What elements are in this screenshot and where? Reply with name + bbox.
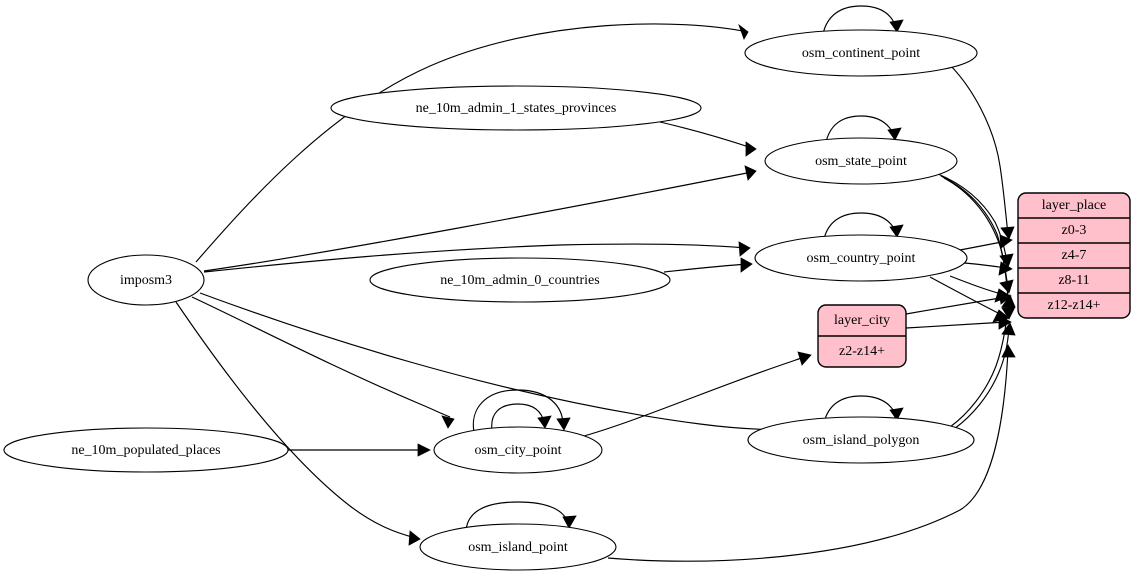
edge-ne_10m_populated_places-to-osm_city_point (288, 443, 431, 457)
edge-osm_country_point-to-layer_place-z4-7 (963, 261, 1013, 276)
node-osm_city_point[interactable]: osm_city_point (433, 426, 603, 474)
node-ne_10m_admin_1_states_provinces[interactable]: ne_10m_admin_1_states_provinces (330, 85, 702, 131)
nodes-layer: imposm3 ne_10m_admin_1_states_provinces … (3, 29, 978, 571)
edge-osm_country_point-to-layer_place-z0-3 (959, 234, 1013, 251)
edge-imposm3-to-osm_city_point (191, 296, 455, 429)
edge-imposm3-to-osm_island_point (175, 301, 421, 546)
edge-osm_state_point-to-layer_place-z8-11 (940, 175, 1014, 294)
edge-osm_island_polygon-to-layer_place-z8-11 (949, 294, 1016, 428)
edge-osm_island_polygon-to-layer_place-z12-z14 (953, 322, 1016, 430)
self-loop-osm_city_point-inner (491, 403, 552, 431)
node-osm_continent_point[interactable]: osm_continent_point (744, 29, 978, 77)
self-loop-osm_island_point (465, 501, 577, 531)
node-imposm3[interactable]: imposm3 (87, 254, 205, 306)
edge-ne_10m_admin_0_countries-to-osm_country_point (663, 257, 753, 273)
node-osm_island_polygon[interactable]: osm_island_polygon (747, 416, 975, 464)
self-loop-osm_island_polygon (823, 395, 904, 424)
self-loop-osm_continent_point (822, 5, 904, 35)
self-loop-osm_city_point-outer (472, 389, 571, 433)
node-ne_10m_admin_0_countries[interactable]: ne_10m_admin_0_countries (369, 257, 671, 303)
edge-imposm3-to-osm_island_polygon (199, 292, 797, 439)
edge-layer_city-to-layer_place-z8-11 (905, 290, 1012, 315)
edge-osm_city_point-to-layer_city (583, 351, 812, 437)
self-loop-osm_country_point (823, 212, 904, 240)
edge-imposm3-to-osm_continent_point (195, 23, 749, 263)
node-ne_10m_populated_places[interactable]: ne_10m_populated_places (3, 427, 289, 473)
record-layer_place[interactable]: layer_place z0-3 z4-7 z8-11 z12-z14+ (1017, 192, 1131, 319)
edge-layer_city-to-layer_place-z12-z14 (905, 315, 1012, 330)
edge-imposm3-to-osm_country_point (203, 241, 751, 273)
node-osm_island_point[interactable]: osm_island_point (419, 523, 617, 571)
edge-imposm3-to-osm_state_point (203, 165, 757, 272)
edge-osm_continent_point-to-layer_place-z0-3 (950, 65, 1015, 240)
edge-osm_island_point-to-layer_place-z12-z14 (607, 344, 1016, 562)
layer-place-frame (1017, 192, 1131, 319)
edge-ne_10m_admin_1_states_provinces-to-osm_state_point (659, 121, 757, 157)
node-osm_state_point[interactable]: osm_state_point (764, 137, 958, 185)
record-layer_city[interactable]: layer_city z2-z14+ (817, 304, 907, 368)
node-osm_country_point[interactable]: osm_country_point (754, 234, 968, 282)
self-loop-osm_state_point (825, 115, 902, 143)
